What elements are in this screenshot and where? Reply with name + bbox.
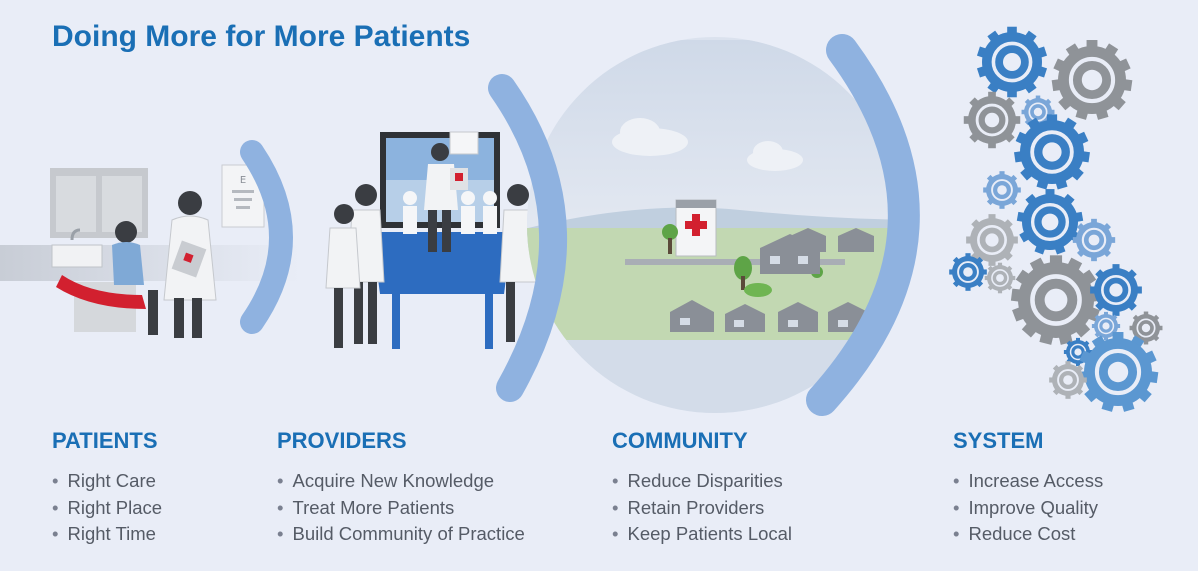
gear-icon	[1016, 189, 1084, 255]
patients-scene: E	[0, 164, 300, 338]
providers-scene	[325, 131, 537, 349]
gear-icon	[1129, 311, 1163, 345]
gear-icon	[1077, 332, 1159, 412]
list-item: Keep Patients Local	[612, 521, 792, 548]
gear-icon	[1072, 218, 1116, 262]
svg-text:E: E	[240, 175, 246, 186]
connector-arcs	[240, 34, 920, 416]
gear-icon	[963, 91, 1021, 149]
gear-icon	[984, 262, 1016, 294]
list-item: Treat More Patients	[277, 495, 525, 522]
section-heading: PROVIDERS	[277, 428, 407, 453]
gear-icon	[983, 171, 1021, 209]
gear-icon	[949, 253, 987, 291]
list-item: Acquire New Knowledge	[277, 468, 525, 495]
gear-icon	[1014, 114, 1090, 190]
section-heading: SYSTEM	[953, 428, 1044, 453]
section-heading: PATIENTS	[52, 428, 158, 453]
list-item: Increase Access	[953, 468, 1103, 495]
list-item: Right Time	[52, 521, 162, 548]
gear-icon	[966, 214, 1018, 266]
gear-icon	[976, 26, 1048, 98]
page-title: Doing More for More Patients	[52, 20, 471, 53]
list-item: Reduce Cost	[953, 521, 1103, 548]
gear-icon	[1049, 361, 1087, 399]
gear-icon	[1010, 255, 1102, 345]
gear-icon	[1051, 40, 1133, 120]
section-heading: COMMUNITY	[612, 428, 748, 453]
section-patients: PATIENTS Right Care Right Place Right Ti…	[52, 428, 162, 548]
section-system: SYSTEM Increase Access Improve Quality R…	[953, 428, 1103, 548]
section-providers: PROVIDERS Acquire New Knowledge Treat Mo…	[277, 428, 525, 548]
gear-icon	[1091, 311, 1121, 341]
list-item: Retain Providers	[612, 495, 792, 522]
list-item: Reduce Disparities	[612, 468, 792, 495]
section-community: COMMUNITY Reduce Disparities Retain Prov…	[612, 428, 792, 548]
list-item: Right Place	[52, 495, 162, 522]
gear-icon	[1090, 264, 1142, 316]
system-gears	[949, 26, 1163, 412]
list-item: Build Community of Practice	[277, 521, 524, 548]
list-item: Right Care	[52, 468, 162, 495]
list-item: Improve Quality	[953, 495, 1103, 522]
